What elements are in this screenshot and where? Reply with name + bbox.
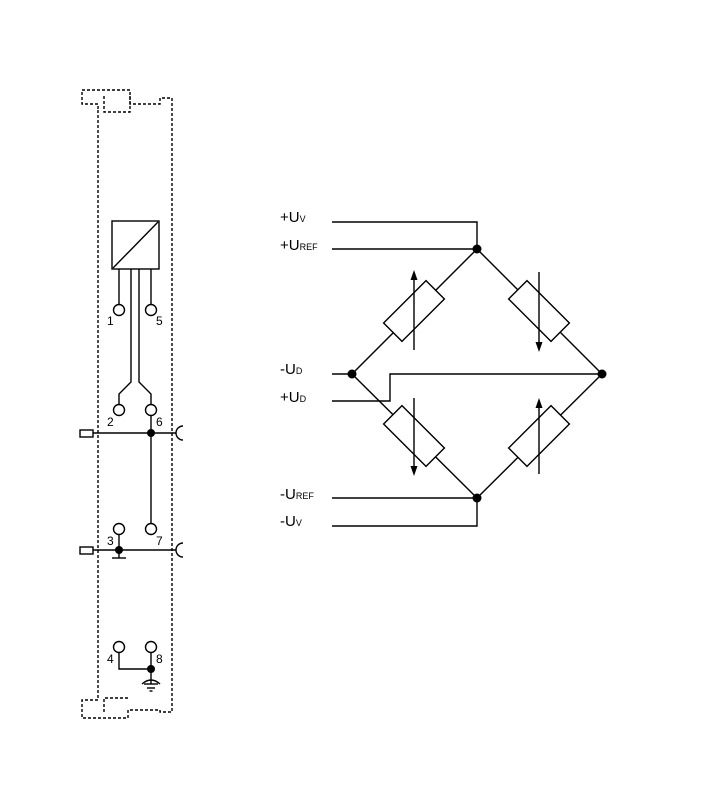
arrow-down-icon <box>535 272 543 352</box>
power-contact-left-top <box>79 429 94 438</box>
terminal-4-label: 4 <box>107 652 114 666</box>
terminal-2-pin <box>112 403 126 417</box>
label-minus-ud: -UD <box>280 361 303 378</box>
bridge-circuit: +UV +UREF -UD +UD -UREF -UV <box>280 209 607 530</box>
wire <box>138 269 152 404</box>
arrow-up-icon <box>410 270 418 350</box>
terminal-1-label: 1 <box>107 314 114 328</box>
terminal-5-pin <box>144 303 158 317</box>
converter-diagonal <box>112 221 159 269</box>
terminal-2-label: 2 <box>107 415 114 429</box>
terminal-1-pin <box>112 303 126 317</box>
wire-minus-uv <box>332 498 478 527</box>
terminal-3-label: 3 <box>107 534 114 548</box>
terminal-7-pin <box>144 522 158 536</box>
terminal-8-pin <box>144 640 158 654</box>
housing-outline <box>81 89 173 719</box>
power-contact-right-top <box>175 425 184 441</box>
power-contact-right-bottom <box>175 542 184 558</box>
terminal-6-pin <box>144 403 158 417</box>
label-minus-uref: -UREF <box>280 486 314 503</box>
label-plus-uv: +UV <box>280 209 306 226</box>
top-latch <box>103 96 131 113</box>
node-left <box>347 369 357 379</box>
terminal-4-pin <box>112 640 126 654</box>
label-plus-ud: +UD <box>280 389 307 406</box>
terminal-3-pin <box>112 522 126 536</box>
terminal-6-label: 6 <box>156 415 163 429</box>
arrow-up-icon <box>535 398 543 474</box>
node-right <box>597 369 607 379</box>
terminal-5-label: 5 <box>156 314 163 328</box>
terminal-7-label: 7 <box>156 534 163 548</box>
terminal-8-label: 8 <box>156 652 163 666</box>
bottom-latch <box>103 697 128 712</box>
wire <box>118 269 132 404</box>
terminal-module: 1 2 3 4 5 6 7 8 <box>79 89 184 719</box>
node-top <box>472 244 482 254</box>
label-plus-uref: +UREF <box>280 237 318 254</box>
wire <box>118 653 151 670</box>
shield-earth-icon <box>141 679 161 692</box>
arrow-down-icon <box>410 398 418 476</box>
converter-block <box>111 220 160 270</box>
label-minus-uv: -UV <box>280 513 302 530</box>
wire-plus-uv <box>332 221 478 249</box>
power-contact-left-bottom <box>79 546 94 555</box>
wire-plus-ud <box>332 373 602 402</box>
node-bottom <box>472 493 482 503</box>
